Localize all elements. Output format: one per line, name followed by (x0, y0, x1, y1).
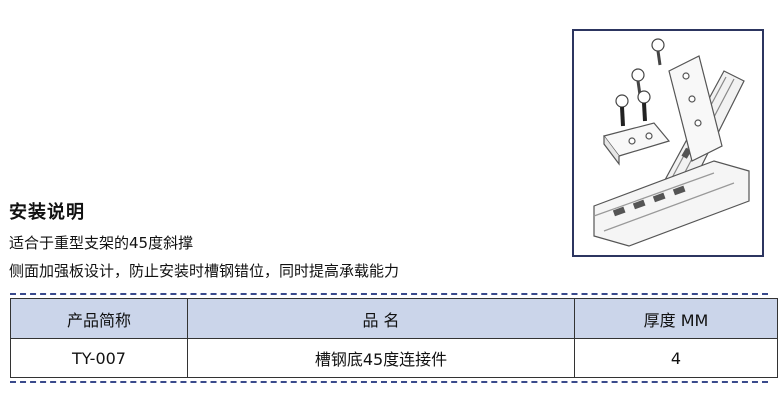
header-product-name: 品 名 (187, 298, 575, 339)
cell-product-code: TY-007 (10, 338, 188, 378)
header-product-code: 产品简称 (10, 298, 188, 339)
spec-table: 产品简称 品 名 厚度 MM TY-007 槽钢底45度连接件 4 (10, 298, 778, 378)
connector-diagram-icon (593, 38, 750, 247)
product-illustration (572, 29, 764, 257)
table-header-row: 产品简称 品 名 厚度 MM (10, 298, 778, 339)
table-row: TY-007 槽钢底45度连接件 4 (10, 338, 778, 378)
description-line-1: 适合于重型支架的45度斜撑 (9, 234, 194, 252)
cell-thickness: 4 (574, 338, 778, 378)
header-thickness: 厚度 MM (574, 298, 778, 339)
section-title: 安装说明 (9, 202, 85, 223)
description-line-2: 侧面加强板设计，防止安装时槽钢错位，同时提高承载能力 (9, 262, 400, 280)
cell-product-name: 槽钢底45度连接件 (187, 338, 575, 378)
dashed-divider-top (10, 293, 768, 295)
dashed-divider-bottom (10, 381, 768, 383)
